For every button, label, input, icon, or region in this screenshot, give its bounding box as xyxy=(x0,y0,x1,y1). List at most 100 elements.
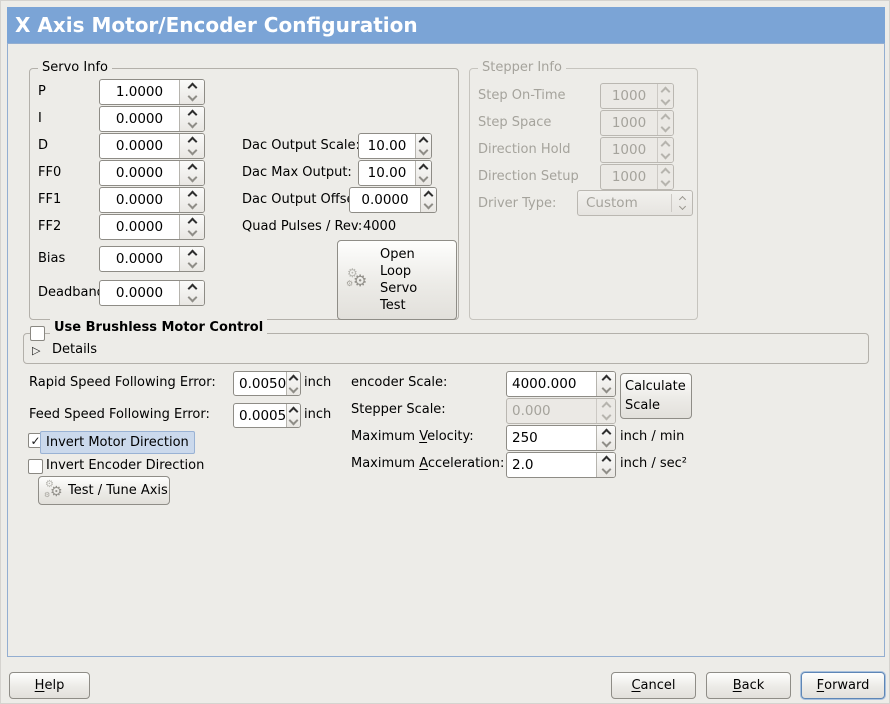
spin-up-icon[interactable] xyxy=(288,406,299,416)
maximum-acceleration-value[interactable]: 2.0 xyxy=(512,457,534,473)
spin-down-icon[interactable] xyxy=(288,415,299,425)
i-value[interactable]: 0.0000 xyxy=(115,111,164,127)
use-brushless-label: Use Brushless Motor Control xyxy=(50,319,268,337)
ff1-spinbox[interactable]: 0.0000 xyxy=(99,187,205,213)
open-loop-servo-test-button[interactable]: ⚙⚙⚙ Open Loop Servo Test xyxy=(337,240,457,320)
spinner-arrows[interactable] xyxy=(596,426,615,450)
dac-max-output-label: Dac Max Output: xyxy=(242,165,352,180)
spinner-arrows[interactable] xyxy=(415,134,431,158)
spinner-arrows[interactable] xyxy=(179,215,204,239)
spinner-arrows[interactable] xyxy=(415,161,431,185)
encoder-scale-label: encoder Scale: xyxy=(351,375,448,390)
feed-following-error-spinbox[interactable]: 0.0005 xyxy=(233,403,301,428)
stepper-info-frame-title: Stepper Info xyxy=(478,60,566,76)
calculate-scale-button[interactable]: Calculate Scale xyxy=(620,373,692,419)
direction-setup-spinbox: 1000 xyxy=(600,164,674,190)
spinner-arrows[interactable] xyxy=(596,372,615,396)
use-brushless-checkbox[interactable] xyxy=(30,326,45,341)
invert-motor-direction-label[interactable]: Invert Motor Direction xyxy=(40,431,195,454)
d-value[interactable]: 0.0000 xyxy=(115,138,164,154)
ff1-value[interactable]: 0.0000 xyxy=(115,192,164,208)
spin-down-icon[interactable] xyxy=(187,91,197,102)
spin-up-icon[interactable] xyxy=(288,374,299,384)
invert-encoder-direction-label[interactable]: Invert Encoder Direction xyxy=(46,458,205,473)
i-spinbox[interactable]: 0.0000 xyxy=(99,106,205,132)
spinner-arrows[interactable] xyxy=(179,80,204,104)
p-value[interactable]: 1.0000 xyxy=(115,84,164,100)
spin-down-icon[interactable] xyxy=(187,172,197,183)
servo-info-frame-title: Servo Info xyxy=(38,60,112,76)
spinner-arrows[interactable] xyxy=(286,404,300,427)
deadband-spinbox[interactable]: 0.0000 xyxy=(99,280,205,306)
dac-output-scale-value[interactable]: 10.00 xyxy=(367,138,407,154)
spin-down-icon[interactable] xyxy=(418,145,429,156)
step-space-label: Step Space xyxy=(478,115,552,130)
feed-following-error-value[interactable]: 0.0005 xyxy=(239,407,286,424)
invert-encoder-direction-checkbox[interactable] xyxy=(28,459,43,474)
spin-down-icon[interactable] xyxy=(601,383,611,394)
spinner-arrows[interactable] xyxy=(179,161,204,185)
spin-down-icon[interactable] xyxy=(187,292,197,303)
dac-output-offset-label: Dac Output Offset: xyxy=(242,192,364,207)
spin-down-icon[interactable] xyxy=(418,172,429,183)
maximum-velocity-spinbox[interactable]: 250 xyxy=(506,425,616,451)
dac-output-offset-value[interactable]: 0.0000 xyxy=(361,192,409,208)
rapid-following-error-spinbox[interactable]: 0.0050 xyxy=(233,371,301,396)
spinner-arrows[interactable] xyxy=(179,188,204,212)
maximum-velocity-value[interactable]: 250 xyxy=(512,430,538,446)
maximum-acceleration-spinbox[interactable]: 2.0 xyxy=(506,452,616,478)
spin-down-icon[interactable] xyxy=(601,437,611,448)
spin-down-icon[interactable] xyxy=(423,199,434,210)
deadband-value[interactable]: 0.0000 xyxy=(115,285,164,301)
spin-down-icon[interactable] xyxy=(187,199,197,210)
step-on-time-value: 1000 xyxy=(611,88,647,104)
spin-down-icon[interactable] xyxy=(288,383,299,393)
ff2-spinbox[interactable]: 0.0000 xyxy=(99,214,205,240)
bias-spinbox[interactable]: 0.0000 xyxy=(99,246,205,272)
spinner-arrows[interactable] xyxy=(179,247,204,271)
combo-down-icon xyxy=(678,202,686,211)
spinner-arrows[interactable] xyxy=(286,372,300,395)
spinner-arrows[interactable] xyxy=(179,134,204,158)
ff2-label: FF2 xyxy=(38,219,62,234)
content-area: Servo Info P I D FF0 FF1 FF2 Bias Deadba… xyxy=(7,43,885,657)
dac-output-scale-label: Dac Output Scale: xyxy=(242,138,360,153)
bias-value[interactable]: 0.0000 xyxy=(115,251,164,267)
bias-label: Bias xyxy=(38,251,66,266)
spinner-arrows[interactable] xyxy=(420,188,436,212)
maximum-acceleration-label: Maximum Acceleration: xyxy=(351,456,505,471)
spin-down-icon[interactable] xyxy=(601,464,611,475)
ff0-value[interactable]: 0.0000 xyxy=(115,165,164,181)
driver-type-label: Driver Type: xyxy=(478,196,557,211)
ff0-spinbox[interactable]: 0.0000 xyxy=(99,160,205,186)
spin-down-icon[interactable] xyxy=(187,226,197,237)
dac-output-offset-spinbox[interactable]: 0.0000 xyxy=(349,187,437,213)
spin-down-icon[interactable] xyxy=(187,118,197,129)
spin-down-icon[interactable] xyxy=(187,145,197,156)
rapid-following-error-unit: inch xyxy=(304,375,332,390)
encoder-scale-spinbox[interactable]: 4000.000 xyxy=(506,371,616,397)
quad-pulses-label: Quad Pulses / Rev: xyxy=(242,219,363,234)
encoder-scale-value[interactable]: 4000.000 xyxy=(512,376,577,392)
test-tune-axis-button[interactable]: ⚙⚙⚙ Test / Tune Axis xyxy=(38,476,170,505)
dac-output-scale-spinbox[interactable]: 10.00 xyxy=(358,133,432,159)
expander-triangle-icon[interactable]: ▷ xyxy=(32,344,41,357)
spinner-arrows[interactable] xyxy=(596,453,615,477)
ff2-value[interactable]: 0.0000 xyxy=(115,219,164,235)
gear-glyph: ⚙ xyxy=(45,478,54,490)
details-expander-label[interactable]: Details xyxy=(52,342,98,357)
invert-motor-direction-checkbox[interactable]: ✓ xyxy=(28,433,43,448)
d-spinbox[interactable]: 0.0000 xyxy=(99,133,205,159)
p-spinbox[interactable]: 1.0000 xyxy=(99,79,205,105)
dac-max-output-value[interactable]: 10.00 xyxy=(367,165,407,181)
dac-max-output-spinbox[interactable]: 10.00 xyxy=(358,160,432,186)
rapid-following-error-value[interactable]: 0.0050 xyxy=(239,375,286,392)
spinner-arrows[interactable] xyxy=(179,281,204,305)
step-space-spinbox: 1000 xyxy=(600,110,674,136)
spin-down-icon[interactable] xyxy=(187,258,197,269)
spinner-arrows[interactable] xyxy=(179,107,204,131)
